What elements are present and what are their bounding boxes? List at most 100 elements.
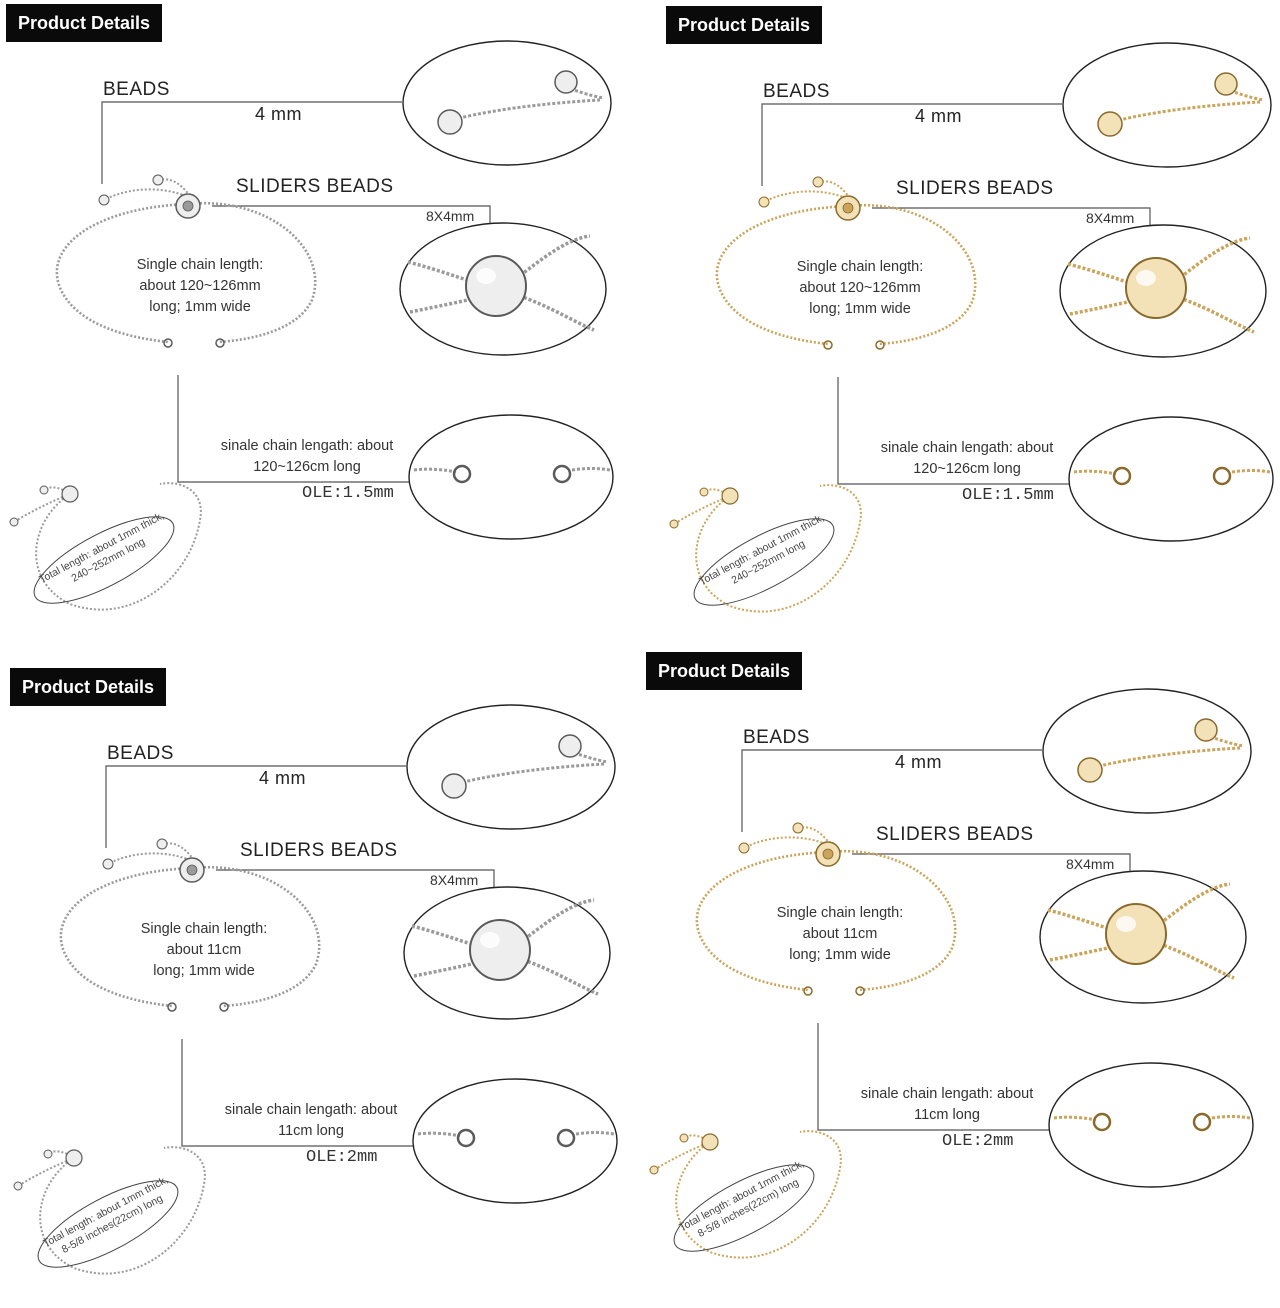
total-length-ellipse: [37, 1180, 179, 1268]
sliders-beads-label: SLIDERS BEADS: [896, 178, 1054, 199]
small-slider-bead: [65, 1149, 83, 1167]
end-loop-zoom-ellipse: [412, 1078, 618, 1204]
slider-bead-zoomed: [465, 255, 527, 317]
small-bracelet-chain: [39, 1146, 206, 1275]
sinale-chain-line: sinale chain lengath: about: [220, 438, 394, 454]
end-loop-left: [823, 340, 833, 350]
end-loop-right: [875, 340, 885, 350]
slider-size: 8X4mm: [1066, 856, 1115, 872]
beads-label: BEADS: [103, 79, 170, 100]
bracelet-illustration: [13, 704, 618, 1275]
jump-ring-left: [452, 464, 472, 484]
chain-right: [187, 201, 317, 344]
sinale-chain-line: 11cm long: [914, 1107, 980, 1123]
bead-end-right: [152, 174, 164, 186]
chain-right: [191, 865, 321, 1008]
beads-size: 4 mm: [259, 768, 306, 788]
single-chain-length: Single chain length: about 120~126mm long;…: [110, 255, 290, 318]
single-chain-line: long; 1mm wide: [153, 963, 255, 979]
beads-zoom-ellipse: [1042, 688, 1252, 814]
sinale-chain-line: 11cm long: [278, 1123, 344, 1139]
bead-end-left: [758, 196, 770, 208]
chain-left: [715, 204, 849, 346]
sliders-beads-label: SLIDERS BEADS: [236, 176, 394, 197]
beads-leader-line: [741, 749, 1042, 832]
bead-end-left: [102, 858, 114, 870]
zircon-bezel-icon: [437, 109, 463, 135]
bracelet-illustration: [669, 42, 1274, 613]
round-ball-icon: [558, 734, 582, 758]
slider-size: 8X4mm: [1086, 210, 1135, 226]
bracelet-illustration: [649, 688, 1254, 1259]
bead-end-right: [812, 176, 824, 188]
ole-size: OLE:1.5mm: [962, 486, 1054, 505]
sinale-chain-line: sinale chain lengath: about: [224, 1102, 398, 1118]
small-slider-bead: [721, 487, 739, 505]
end-loop-left: [803, 986, 813, 996]
single-chain-line: Single chain length:: [796, 259, 924, 275]
slider-size: 8X4mm: [426, 208, 475, 224]
single-chain-line: about 120~126mm: [139, 278, 261, 294]
sinale-chain-line: 120~126cm long: [913, 461, 1021, 477]
beads-label: BEADS: [763, 81, 830, 102]
ole-size: OLE:1.5mm: [302, 484, 394, 503]
sliders-beads-label: SLIDERS BEADS: [876, 824, 1034, 845]
zircon-bezel-icon: [554, 70, 578, 94]
jump-ring-right: [552, 464, 572, 484]
slider-bead-zoomed: [469, 919, 531, 981]
product-details-badge: Product Details: [646, 652, 803, 690]
beads-size: 4 mm: [915, 106, 962, 126]
product-details-badge: Product Details: [10, 668, 167, 706]
beads-size: 4 mm: [895, 752, 942, 772]
chain-left: [695, 850, 829, 992]
chain-leader-line: [817, 1023, 1052, 1131]
jump-ring-left: [456, 1128, 476, 1148]
end-loop-right: [215, 338, 225, 348]
sinale-chain-length: sinale chain lengath: about 11cm long: [204, 1100, 418, 1142]
zircon-bezel-icon: [1214, 72, 1238, 96]
jump-ring-right: [1212, 466, 1232, 486]
bead-end-left: [738, 842, 750, 854]
zircon-bezel-icon: [1097, 111, 1123, 137]
total-length-ellipse: [33, 516, 175, 604]
single-chain-line: Single chain length:: [140, 921, 268, 937]
product-details-badge: Product Details: [6, 4, 163, 42]
single-chain-line: about 11cm: [166, 942, 242, 958]
beads-zoom-ellipse: [402, 40, 612, 166]
single-chain-line: about 120~126mm: [799, 280, 921, 296]
chain-left: [59, 866, 193, 1008]
bracelet-illustration: [9, 40, 614, 611]
round-ball-icon: [1194, 718, 1218, 742]
round-ball-icon: [1077, 757, 1103, 783]
single-chain-line: Single chain length:: [776, 905, 904, 921]
single-chain-line: long; 1mm wide: [789, 947, 891, 963]
beads-leader-line: [761, 103, 1062, 186]
bead-end-left: [98, 194, 110, 206]
bead-end-right: [156, 838, 168, 850]
chain-leader-line: [181, 1039, 416, 1147]
sinale-chain-length: sinale chain lengath: about 120~126cm lon…: [860, 438, 1074, 480]
sinale-chain-line: sinale chain lengath: about: [880, 440, 1054, 456]
beads-size: 4 mm: [255, 104, 302, 124]
product-details-badge: Product Details: [666, 6, 823, 44]
single-chain-line: Single chain length:: [136, 257, 264, 273]
single-chain-length: Single chain length: about 11cm long; 1mm …: [114, 919, 294, 982]
jump-ring-right: [1192, 1112, 1212, 1132]
small-slider-bead: [61, 485, 79, 503]
beads-zoom-ellipse: [406, 704, 616, 830]
end-loop-right: [219, 1002, 229, 1012]
single-chain-line: long; 1mm wide: [149, 299, 251, 315]
beads-leader-line: [105, 765, 406, 848]
chain-right: [847, 203, 977, 346]
end-loop-zoom-ellipse: [408, 414, 614, 540]
ole-size: OLE:2mm: [942, 1132, 1014, 1151]
sliders-beads-label: SLIDERS BEADS: [240, 840, 398, 861]
jump-ring-left: [1092, 1112, 1112, 1132]
